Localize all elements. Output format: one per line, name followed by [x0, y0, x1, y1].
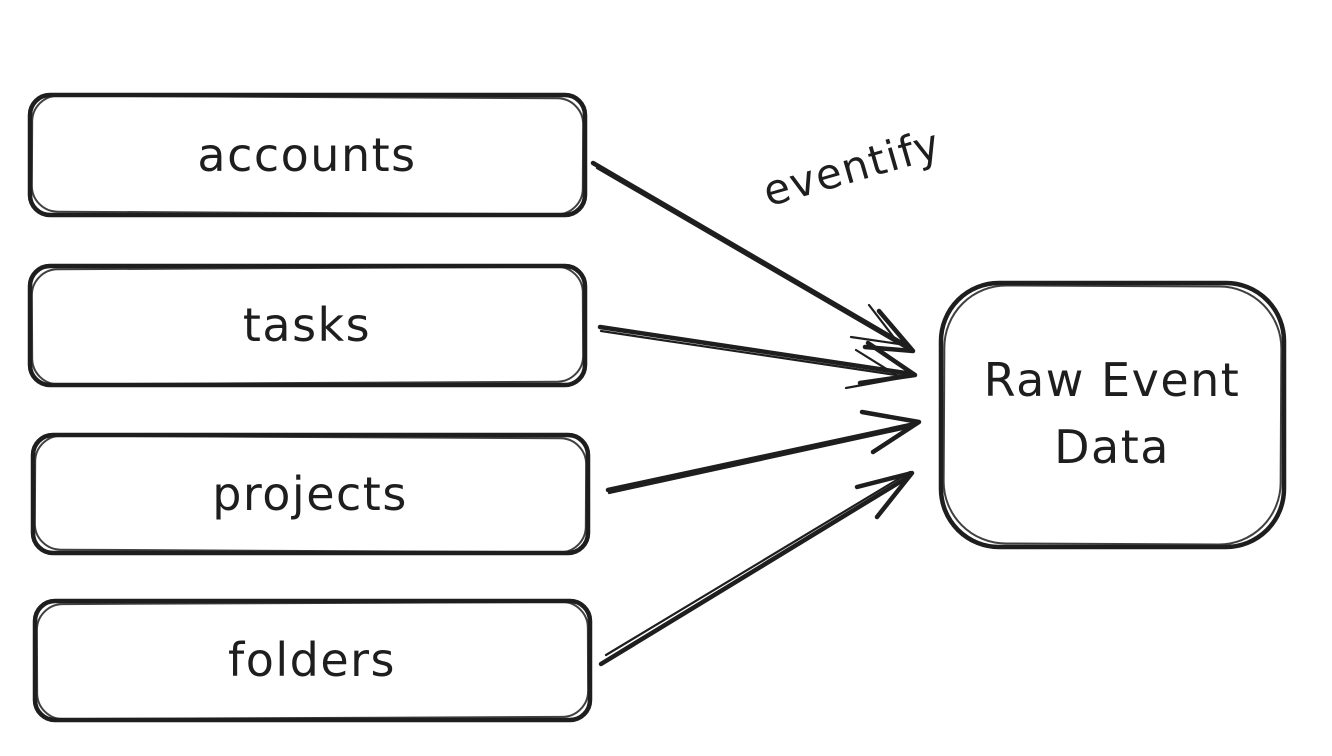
node-accounts-shape [27, 92, 588, 218]
arrowhead [859, 409, 922, 455]
arrow-shaft-sketch [595, 166, 908, 350]
node-tasks-shape [27, 263, 588, 388]
arrow-shaft [605, 421, 918, 493]
arrowhead [854, 470, 915, 520]
arrow-accounts-to-raw-event-data [590, 160, 916, 354]
node-folders-label: folders [228, 633, 396, 687]
node-accounts-shape-sketch [30, 94, 585, 216]
arrow-shaft [598, 474, 911, 667]
node-raw-event-data-shape-sketch [942, 284, 1283, 546]
arrow-shaft-sketch [607, 425, 914, 495]
node-folders: folders [32, 598, 593, 723]
node-projects: projects [30, 432, 591, 556]
node-tasks-shape-sketch [30, 265, 585, 386]
arrow-tasks-to-raw-event-data [597, 324, 918, 390]
arrow-projects-to-raw-event-data [605, 409, 922, 495]
node-projects-shape [30, 432, 591, 556]
node-accounts: accounts [27, 92, 588, 218]
arrowhead [857, 340, 918, 386]
arrow-folders-to-raw-event-data [598, 470, 915, 667]
node-accounts-label: accounts [197, 128, 416, 182]
node-tasks: tasks [27, 263, 588, 388]
node-raw-event-data-shape [938, 280, 1287, 550]
arrow-shaft [597, 324, 915, 377]
edge-label-eventify: eventify [758, 119, 947, 216]
node-tasks-label: tasks [243, 298, 371, 352]
arrow-shaft [590, 160, 913, 351]
node-folders-shape-sketch [35, 600, 590, 721]
arrowhead [862, 308, 916, 354]
node-raw-event-data: Raw Event Data [938, 280, 1287, 550]
node-raw-event-data-label-line1: Raw Event [984, 353, 1241, 407]
node-projects-shape-sketch [33, 434, 588, 554]
node-folders-shape [32, 598, 593, 723]
arrowhead-sketch [844, 348, 903, 390]
arrow-shaft-sketch [599, 329, 911, 379]
node-projects-label: projects [212, 467, 408, 521]
arrowhead-sketch [849, 303, 901, 346]
arrow-shaft-sketch [604, 470, 912, 657]
node-raw-event-data-label-line2: Data [1054, 420, 1170, 474]
